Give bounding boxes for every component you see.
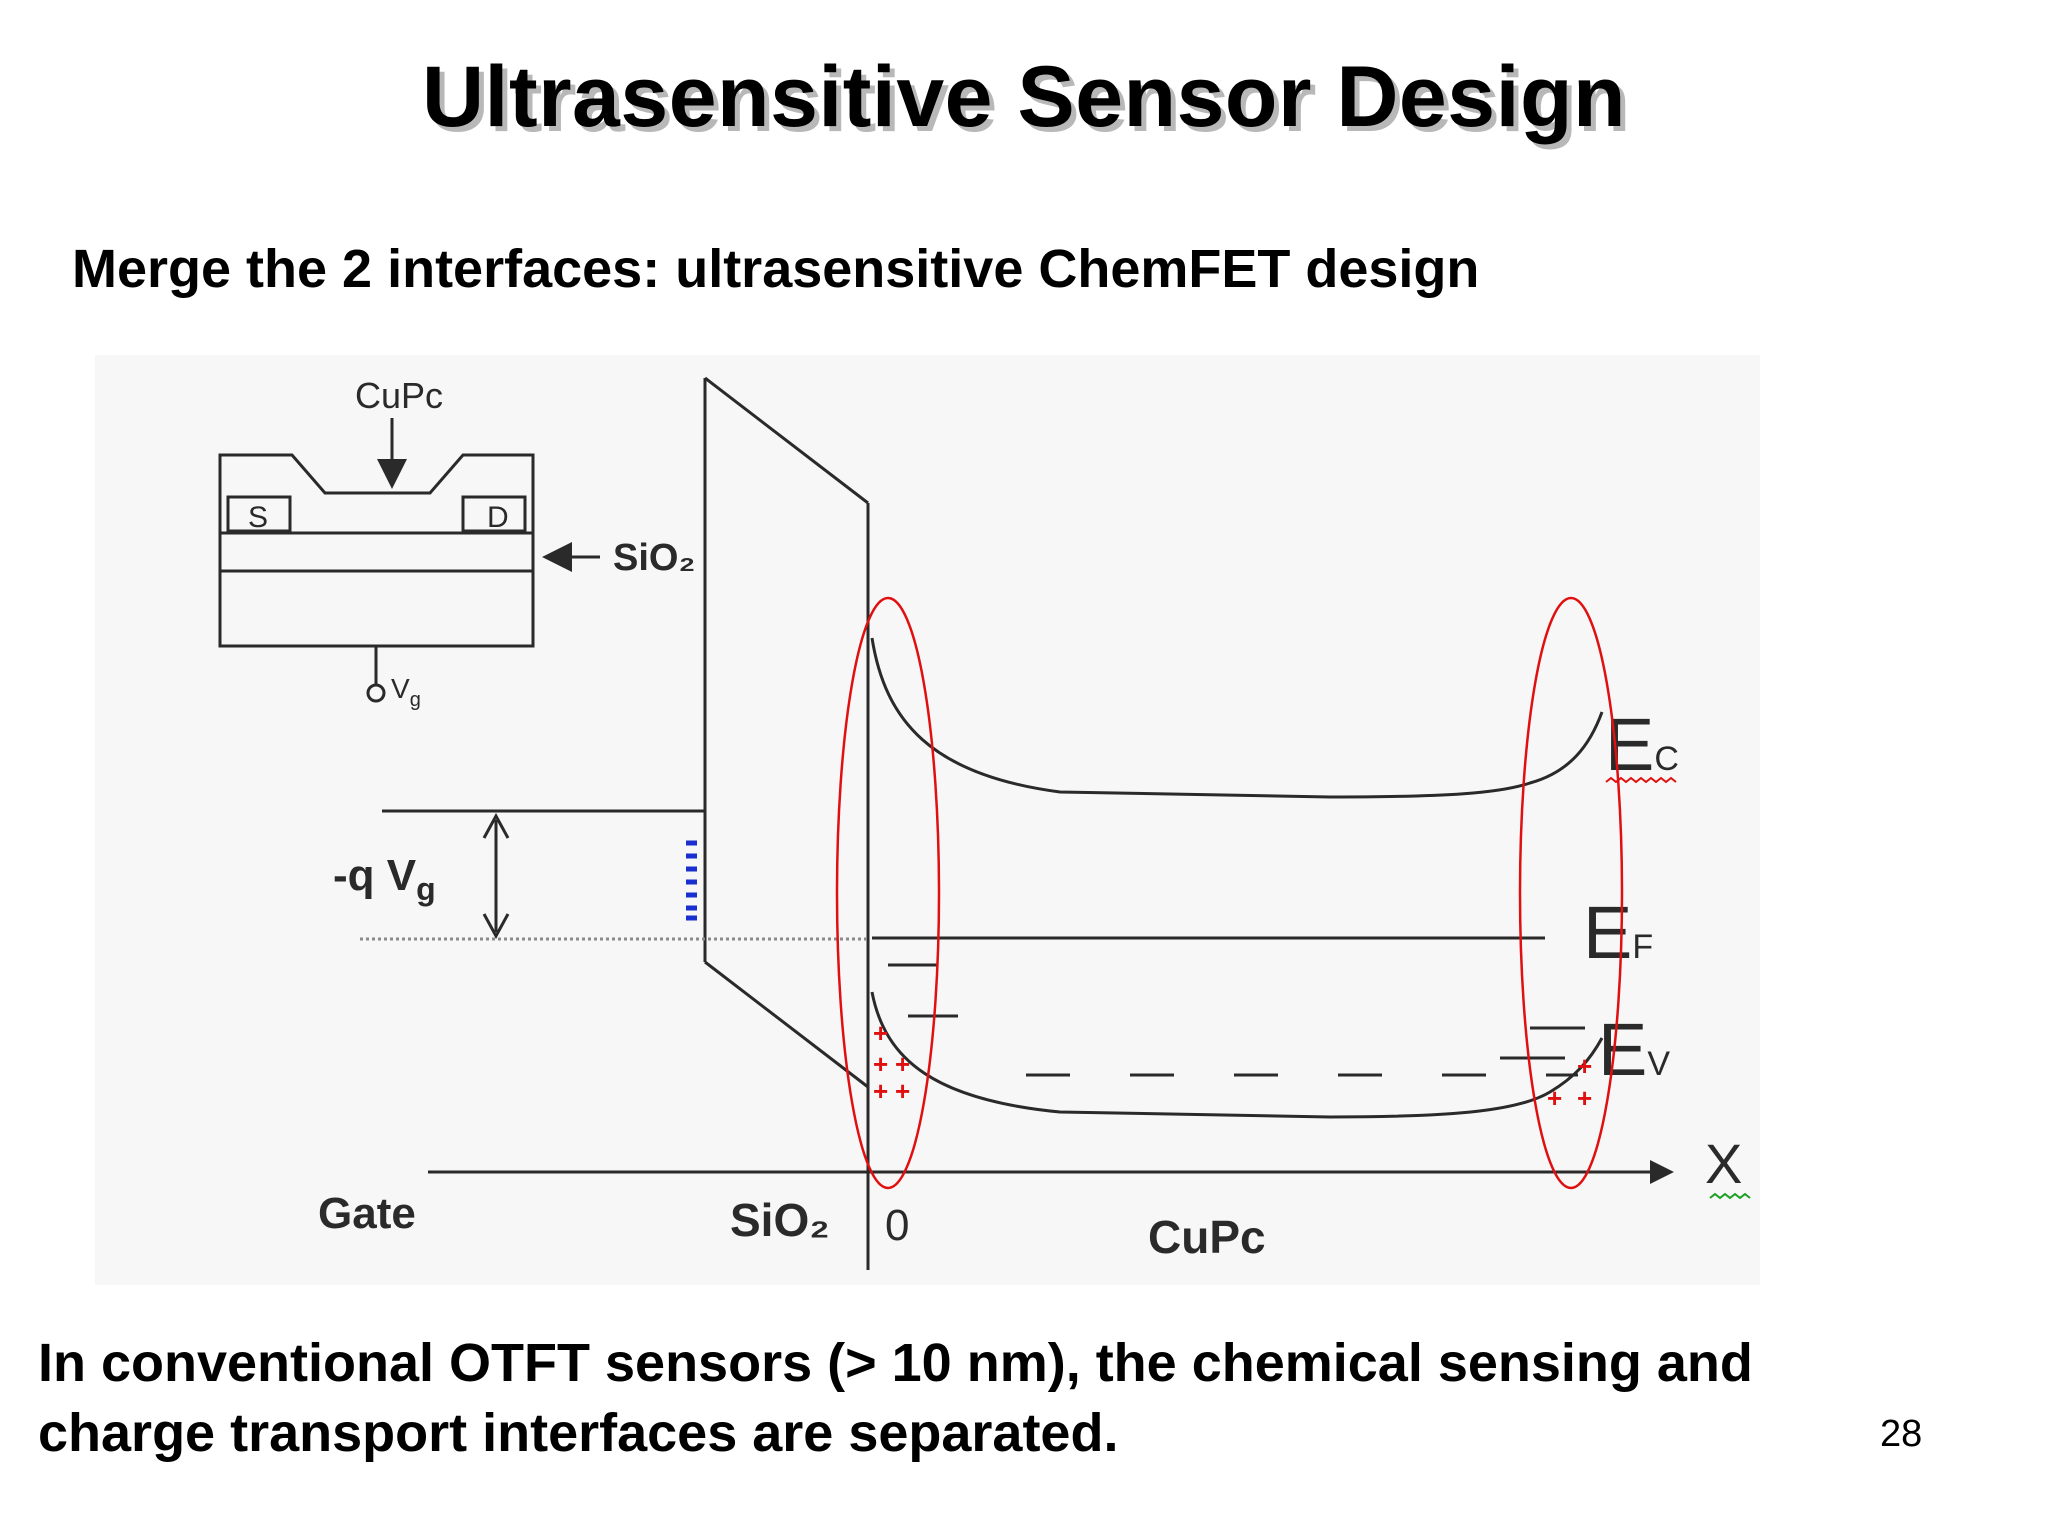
qvg-label-main: -q V xyxy=(333,851,417,900)
inset-drain-label: D xyxy=(487,501,509,534)
slide-caption: In conventional OTFT sensors (> 10 nm), … xyxy=(38,1328,1898,1468)
caption-line-1: In conventional OTFT sensors (> 10 nm), … xyxy=(38,1333,1753,1393)
sio2-region-label: SiO₂ xyxy=(730,1194,830,1246)
oxide-top-slope xyxy=(704,376,869,505)
valence-band-curve xyxy=(870,991,1604,1119)
diagram-background xyxy=(95,355,1760,1285)
inset-source-label: S xyxy=(248,501,268,534)
ev-label: EV xyxy=(1598,1008,1670,1091)
oxide-barrier xyxy=(703,376,870,1270)
svg-text:+: + xyxy=(1577,1083,1592,1113)
drain-electrode xyxy=(461,495,527,533)
svg-text:+: + xyxy=(873,1049,888,1079)
svg-text:+: + xyxy=(1547,1083,1562,1113)
x-axis-label: X xyxy=(1705,1132,1742,1195)
ef-label: EF xyxy=(1583,891,1653,974)
right-interface-highlight xyxy=(1518,596,1624,1190)
oxide-bottom-slope xyxy=(704,960,869,1089)
svg-text:+: + xyxy=(1577,1051,1592,1081)
left-interface-highlight xyxy=(835,596,941,1190)
cupc-region-label: CuPc xyxy=(1148,1211,1266,1263)
device-inset xyxy=(218,418,600,703)
ec-label-sub: C xyxy=(1654,740,1679,778)
page-number: 28 xyxy=(1880,1413,1923,1455)
ef-label-main: E xyxy=(1583,891,1632,974)
qvg-double-arrow xyxy=(482,812,510,940)
x-spellcheck-underline xyxy=(1709,1192,1751,1200)
origin-label: 0 xyxy=(885,1201,909,1250)
inset-vg-label: Vg xyxy=(391,673,421,711)
gate-substrate xyxy=(218,569,535,648)
negative-charges xyxy=(686,840,697,921)
trap-states xyxy=(888,963,1585,1060)
inset-vg-sub: g xyxy=(410,689,421,711)
slide-title: Ultrasensitive Sensor Design xyxy=(421,49,1627,145)
svg-text:+: + xyxy=(873,1076,888,1106)
inset-cupc-label: CuPc xyxy=(355,375,443,416)
caption-line-2: charge transport interfaces are separate… xyxy=(38,1403,1119,1463)
source-electrode xyxy=(226,495,292,533)
ev-label-sub: V xyxy=(1647,1045,1670,1083)
x-axis-arrowhead xyxy=(1650,1160,1674,1184)
gate-terminal-icon xyxy=(366,683,386,703)
conduction-band-curve xyxy=(870,637,1604,799)
slide-subtitle: Merge the 2 interfaces: ultrasensitive C… xyxy=(72,239,1480,299)
inset-vg-main: V xyxy=(391,673,410,704)
qvg-label-sub: g xyxy=(416,871,436,907)
ef-label-sub: F xyxy=(1632,928,1653,966)
gate-region-label: Gate xyxy=(318,1189,416,1238)
svg-text:+: + xyxy=(873,1018,888,1048)
ev-label-main: E xyxy=(1598,1008,1647,1091)
svg-text:+: + xyxy=(895,1049,910,1079)
sio2-layer xyxy=(218,531,535,573)
positive-charges: + ++ ++ + ++ xyxy=(873,1018,1592,1113)
qvg-label: -q Vg xyxy=(333,851,436,907)
svg-text:+: + xyxy=(895,1076,910,1106)
inset-sio2-label: SiO₂ xyxy=(613,537,695,579)
